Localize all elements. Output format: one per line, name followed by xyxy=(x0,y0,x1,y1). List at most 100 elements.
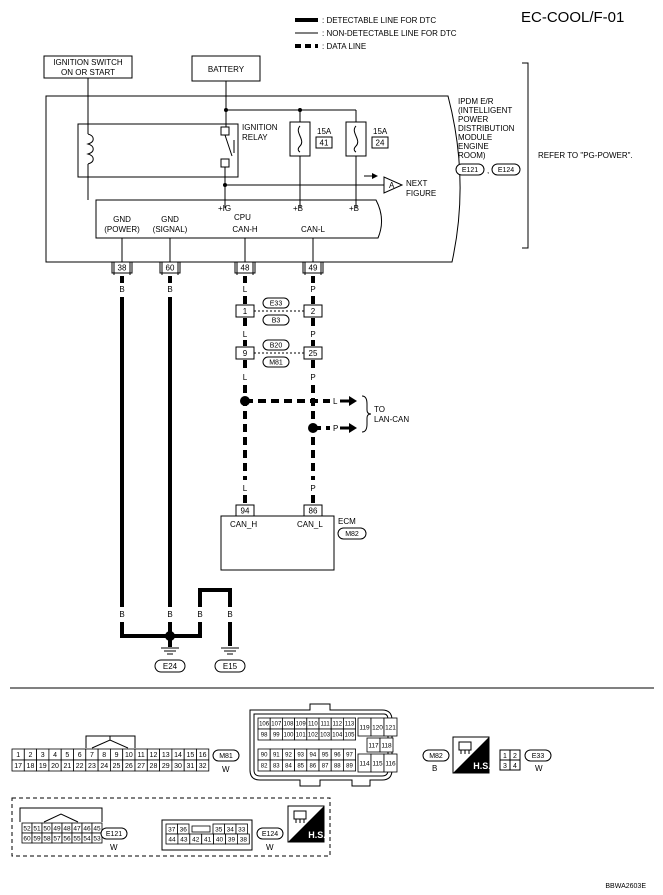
m82-pin-120: 120 xyxy=(372,724,383,731)
m82-pin-106: 106 xyxy=(259,722,270,728)
connector-e124-id: E124 xyxy=(262,831,278,838)
m81-pin-32: 32 xyxy=(199,763,207,770)
terminal-48: 48 xyxy=(241,264,250,273)
wire-color-can-h: L xyxy=(243,285,248,294)
legend-data-line: : DATA LINE xyxy=(322,42,366,51)
relay-label-2: RELAY xyxy=(242,133,268,142)
m81-pin-16: 16 xyxy=(199,752,207,759)
lan-can-l: L xyxy=(333,397,338,406)
engine-room-connector-group xyxy=(11,797,331,857)
e33-pin-3: 3 xyxy=(503,763,507,770)
m81-pin-27: 27 xyxy=(137,763,145,770)
m82-pin-103: 103 xyxy=(320,733,331,739)
m82-pin-87: 87 xyxy=(322,764,329,770)
e121-pin-57: 57 xyxy=(53,835,61,842)
m82-pin-95: 95 xyxy=(322,753,329,759)
ground-wire-b1: B xyxy=(119,610,124,619)
m81-pin-18: 18 xyxy=(27,763,35,770)
e121-pin-59: 59 xyxy=(33,835,41,842)
ipdm-line-6: ENGINE xyxy=(458,142,489,151)
m81-pin-6: 6 xyxy=(78,752,82,759)
fuse-24: 15A 24 xyxy=(345,110,389,208)
m82-pin-91: 91 xyxy=(273,753,280,759)
ecm-pin-86: 86 xyxy=(309,507,318,516)
wire-color-gnd-signal: B xyxy=(167,285,172,294)
m81-pin-17: 17 xyxy=(14,763,22,770)
header: EC-COOL/F-01 : DETECTABLE LINE FOR DTC :… xyxy=(295,9,624,51)
wire-color-can-l-2: P xyxy=(310,330,315,339)
ignition-switch-label-2: ON OR START xyxy=(61,68,115,77)
e124-pin-39: 39 xyxy=(228,836,236,843)
m82-pin-94: 94 xyxy=(310,753,317,759)
e124-pin-40: 40 xyxy=(216,836,224,843)
fuse-41-number: 41 xyxy=(320,139,329,148)
m81-pin-10: 10 xyxy=(125,752,133,759)
m82-pin-118: 118 xyxy=(381,742,392,749)
m82-pin-105-cell xyxy=(342,728,356,741)
m82-pin-88: 88 xyxy=(334,764,341,770)
m81-pin-15: 15 xyxy=(186,752,194,759)
m81-pin-28: 28 xyxy=(150,763,158,770)
ground-e15-label: E15 xyxy=(223,662,238,671)
ecm-can-h: CAN_H xyxy=(230,520,257,529)
terminal-49: 49 xyxy=(309,264,318,273)
junction-1-right: 2 xyxy=(311,307,316,316)
ground-symbol-e15: E15 xyxy=(214,647,246,673)
ipdm-line-3: POWER xyxy=(458,115,488,124)
junction-2-conn-bottom: M81 xyxy=(269,360,283,367)
m81-pin-3: 3 xyxy=(41,752,45,759)
e124-pin-38-cell xyxy=(236,833,250,845)
junction-e33-b3: 1 2 E33 B3 xyxy=(235,297,323,326)
e121-pin-53: 53 xyxy=(93,835,101,842)
wire-color-can-l-3: P xyxy=(310,373,315,382)
junction-2-conn-top: B20 xyxy=(270,343,283,350)
e121-pin-49: 49 xyxy=(53,825,61,832)
cpu-plus-ig: +IG xyxy=(218,204,231,213)
m82-pin-98: 98 xyxy=(261,733,268,739)
e121-pin-54: 54 xyxy=(83,835,91,842)
ground-symbol-e24: E24 xyxy=(154,647,186,673)
m81-pin-13: 13 xyxy=(162,752,170,759)
m82-pin-84: 84 xyxy=(285,764,292,770)
hs-connector-icon xyxy=(458,741,472,751)
lan-can-arrow-1 xyxy=(349,396,357,406)
battery-label: BATTERY xyxy=(208,65,245,74)
cpu-pin-can-h: CAN-H xyxy=(232,225,258,234)
relay-contact-icon xyxy=(224,134,233,157)
wire-color-can-h-2: L xyxy=(243,330,248,339)
lan-can-label-1: TO xyxy=(374,405,385,414)
ground-wire-b3: B xyxy=(197,610,202,619)
m81-pin-22: 22 xyxy=(76,763,84,770)
m82-pin-107: 107 xyxy=(271,722,282,728)
m82-pin-117: 117 xyxy=(368,742,379,749)
next-figure-label-2: FIGURE xyxy=(406,189,436,198)
m81-pin-30: 30 xyxy=(174,763,182,770)
m81-pin-29: 29 xyxy=(162,763,170,770)
m82-pin-111: 111 xyxy=(321,722,331,728)
wire-color-can-l: P xyxy=(310,285,315,294)
m82-pin-89: 89 xyxy=(346,764,353,770)
e33-pin-4: 4 xyxy=(513,763,517,770)
m82-pin-93: 93 xyxy=(297,753,304,759)
wire-gnd-join xyxy=(120,622,202,638)
ipdm-line-2: (INTELLIGENT xyxy=(458,106,512,115)
connector-e124-color: W xyxy=(266,843,274,852)
m82-pin-108: 108 xyxy=(283,722,294,728)
ignition-switch: IGNITION SWITCH ON OR START xyxy=(43,55,133,79)
m81-pin-12: 12 xyxy=(150,752,158,759)
relay-label-1: IGNITION xyxy=(242,123,278,132)
m81-pin-14: 14 xyxy=(174,752,182,759)
e124-pin-44: 44 xyxy=(168,836,176,843)
next-figure-label-1: NEXT xyxy=(406,179,427,188)
battery: BATTERY xyxy=(191,55,261,82)
connector-m82-id: M82 xyxy=(429,753,443,760)
ecm-label: ECM xyxy=(338,517,356,526)
e124-pin-41: 41 xyxy=(204,836,212,843)
m82-pin-112: 112 xyxy=(333,722,343,728)
e33-pin-1: 1 xyxy=(503,753,507,760)
fuse-41-rating: 15A xyxy=(317,127,332,136)
next-figure-letter: A xyxy=(389,181,395,190)
m82-pin-116-cell xyxy=(383,753,398,773)
m82-pin-101: 101 xyxy=(296,733,307,739)
